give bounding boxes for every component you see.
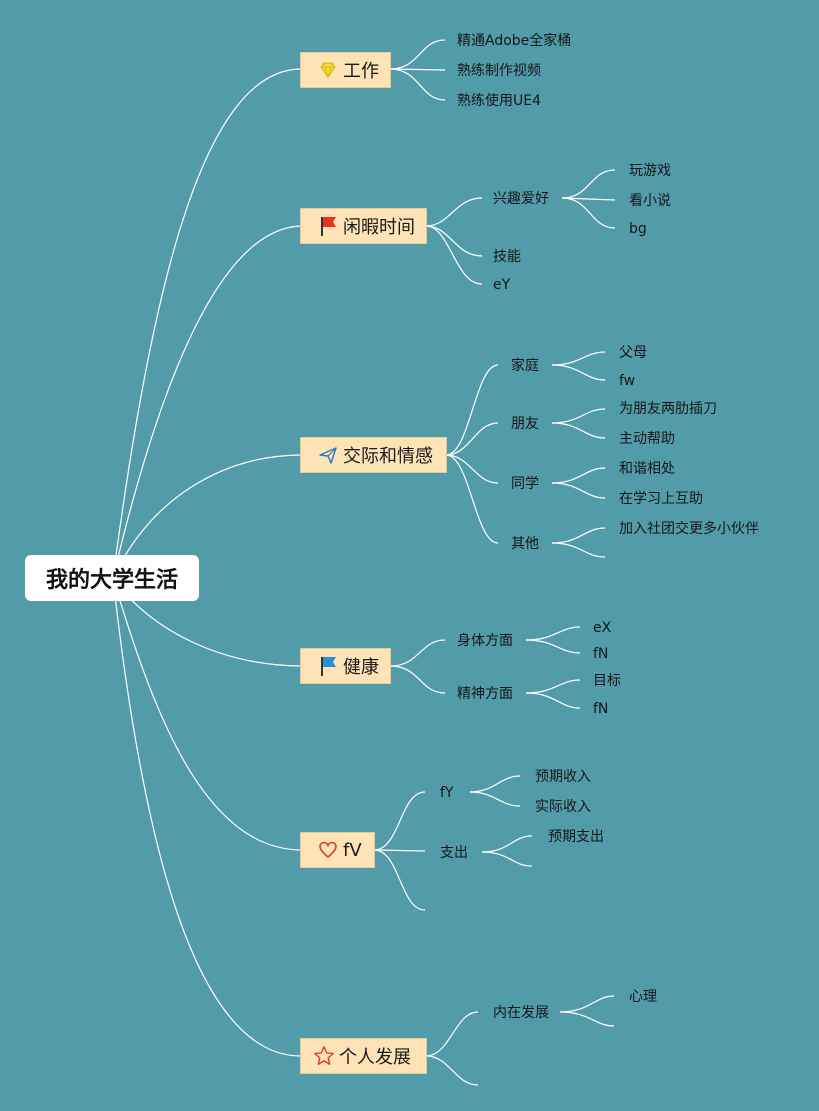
leaf-node[interactable]: fN <box>593 701 609 717</box>
branch-health[interactable]: 健康 <box>300 648 391 684</box>
sub-topic[interactable]: 身体方面 <box>457 633 513 649</box>
diamond-icon <box>317 59 339 81</box>
heart-icon <box>317 839 339 861</box>
leaf-node[interactable]: 预期收入 <box>535 769 591 785</box>
star-icon <box>313 1045 335 1067</box>
sub-topic[interactable]: 支出 <box>440 845 468 861</box>
leaf-node[interactable]: 实际收入 <box>535 799 591 815</box>
red-flag-icon <box>317 215 339 237</box>
branch-growth[interactable]: 个人发展 <box>300 1038 427 1074</box>
branch-label: 工作 <box>343 61 379 82</box>
sub-topic[interactable]: eY <box>493 277 511 293</box>
leaf-node[interactable]: 为朋友两肋插刀 <box>619 401 717 417</box>
sub-topic[interactable]: 朋友 <box>511 416 539 432</box>
branch-label: 个人发展 <box>339 1047 411 1068</box>
branch-social[interactable]: 交际和情感 <box>300 437 447 473</box>
link-root-work <box>112 68 301 579</box>
leaf-node[interactable]: 看小说 <box>629 193 671 209</box>
branch-leisure[interactable]: 闲暇时间 <box>300 208 427 244</box>
sub-topic[interactable]: 内在发展 <box>493 1005 549 1021</box>
sub-topic[interactable]: 技能 <box>493 249 521 265</box>
branch-label: 交际和情感 <box>343 446 433 467</box>
leaf-node[interactable]: 预期支出 <box>548 829 604 845</box>
sub-topic[interactable]: 家庭 <box>511 358 539 374</box>
leaf-node[interactable]: 心理 <box>629 989 657 1005</box>
leaf-node[interactable]: 熟练使用UE4 <box>457 93 541 109</box>
branch-label: 健康 <box>343 657 379 678</box>
leaf-node[interactable]: 精通Adobe全家桶 <box>457 33 572 49</box>
link-root-social <box>112 454 301 579</box>
leaf-node[interactable]: eX <box>593 620 612 636</box>
leaf-node[interactable]: 玩游戏 <box>629 163 671 179</box>
link-root-growth <box>112 577 301 1057</box>
blue-flag-icon <box>317 655 339 677</box>
root-topic[interactable]: 我的大学生活 <box>25 555 199 601</box>
leaf-node[interactable]: 加入社团交更多小伙伴 <box>619 521 759 537</box>
branch-work[interactable]: 工作 <box>300 52 391 88</box>
leaf-node[interactable]: 和谐相处 <box>619 461 675 477</box>
link-root-fv <box>112 577 301 851</box>
leaf-node[interactable]: 目标 <box>593 673 621 689</box>
link-root-leisure <box>112 225 301 579</box>
sub-topic[interactable]: 兴趣爱好 <box>493 191 549 207</box>
sub-topic[interactable]: 同学 <box>511 476 539 492</box>
leaf-node[interactable]: 主动帮助 <box>619 431 675 447</box>
sub-topic[interactable]: 其他 <box>511 536 539 552</box>
paper-plane-icon <box>317 444 339 466</box>
leaf-node[interactable]: fw <box>619 373 636 389</box>
leaf-node[interactable]: 熟练制作视频 <box>457 63 541 79</box>
leaf-node[interactable]: bg <box>629 221 647 237</box>
leaf-node[interactable]: 父母 <box>619 345 647 361</box>
leaf-node[interactable]: fN <box>593 646 609 662</box>
sub-topic[interactable]: 精神方面 <box>457 686 513 702</box>
branch-label: 闲暇时间 <box>343 217 415 238</box>
leaf-node[interactable]: 在学习上互助 <box>619 491 703 507</box>
branch-label: fV <box>343 839 362 861</box>
branch-fv[interactable]: fV <box>300 832 375 868</box>
sub-topic[interactable]: fY <box>440 785 454 801</box>
